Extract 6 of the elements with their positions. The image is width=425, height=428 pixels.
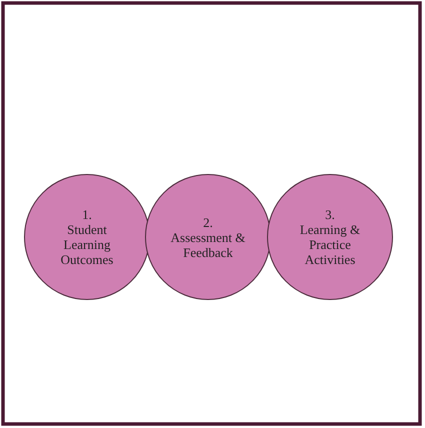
step-label: Student Learning Outcomes — [60, 222, 114, 267]
step-number: 2. — [203, 214, 213, 230]
step-number: 1. — [82, 207, 92, 222]
step-number: 3. — [325, 207, 335, 222]
step-label: Assessment & Feedback — [170, 230, 246, 260]
step-label: Learning & Practice Activities — [298, 222, 362, 267]
